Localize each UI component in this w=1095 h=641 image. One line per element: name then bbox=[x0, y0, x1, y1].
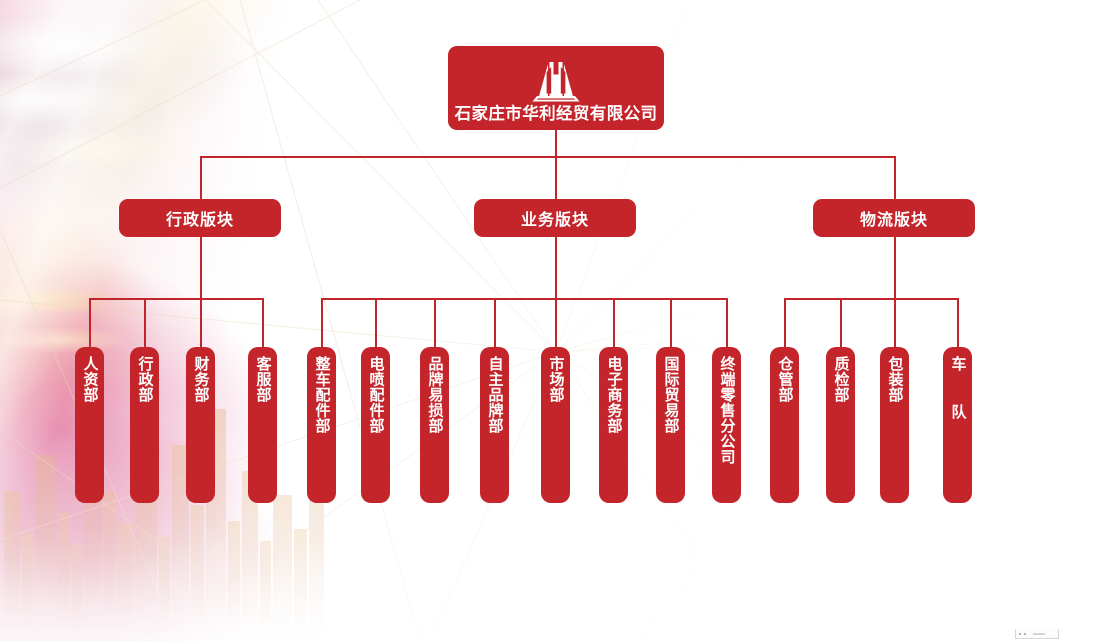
org-node-dept-shichangbu[interactable]: 市场部 bbox=[541, 347, 570, 503]
dept-label: 市场部 bbox=[547, 356, 565, 403]
connector-stem-leaf bbox=[321, 298, 323, 348]
connector-stem-leaf bbox=[894, 298, 896, 348]
connector-stem-leaf bbox=[375, 298, 377, 348]
connector-stem-leaf bbox=[89, 298, 91, 348]
dept-label: 财务部 bbox=[192, 356, 210, 403]
connector-stem-leaf bbox=[784, 298, 786, 348]
dept-label: 客服部 bbox=[254, 356, 272, 403]
background-city-skyline bbox=[0, 341, 330, 641]
connector-stem-leaf bbox=[840, 298, 842, 348]
org-node-dept-zhijianbu[interactable]: 质检部 bbox=[826, 347, 855, 503]
org-node-dept-xingzhengbu[interactable]: 行政部 bbox=[130, 347, 159, 503]
dept-label: 整车配件部 bbox=[313, 356, 331, 434]
dept-label: 终端零售分公司 bbox=[718, 356, 736, 465]
connector-level2-bus bbox=[200, 156, 896, 158]
connector-stem-leaf bbox=[670, 298, 672, 348]
toolbar-dot-icon bbox=[1019, 632, 1021, 635]
org-node-dept-dianzishangwubu[interactable]: 电子商务部 bbox=[599, 347, 628, 503]
connector-stem-leaf bbox=[613, 298, 615, 348]
org-node-dept-baozhuangbu[interactable]: 包装部 bbox=[880, 347, 909, 503]
dept-label: 自主品牌部 bbox=[486, 356, 504, 434]
connector-stem-leaf bbox=[957, 298, 959, 348]
org-node-dept-chedui[interactable]: 车 队 bbox=[943, 347, 972, 503]
org-node-dept-guojimaoyibu[interactable]: 国际贸易部 bbox=[656, 347, 685, 503]
dept-label: 人资部 bbox=[81, 356, 99, 403]
connector-bus-logistics bbox=[784, 298, 958, 300]
org-node-root[interactable]: 石家庄市华利经贸有限公司 bbox=[448, 46, 664, 130]
dept-label: 品牌易损部 bbox=[426, 356, 444, 434]
org-node-dept-kefubu[interactable]: 客服部 bbox=[248, 347, 277, 503]
connector-bus-business bbox=[321, 298, 726, 300]
org-node-dept-dianpenpeijianbu[interactable]: 电喷配件部 bbox=[361, 347, 390, 503]
dept-label: 行政部 bbox=[136, 356, 154, 403]
connector-bus-administrative bbox=[89, 298, 264, 300]
dept-label: 仓管部 bbox=[776, 356, 794, 403]
division-label: 业务版块 bbox=[520, 212, 589, 229]
toolbar-dot-icon bbox=[1024, 632, 1026, 635]
connector-stem-leaf bbox=[726, 298, 728, 348]
division-label: 物流版块 bbox=[859, 212, 928, 229]
dept-label: 包装部 bbox=[886, 356, 904, 403]
org-node-dept-caiwubu[interactable]: 财务部 bbox=[186, 347, 215, 503]
org-node-dept-cangguanbu[interactable]: 仓管部 bbox=[770, 347, 799, 503]
division-label: 行政版块 bbox=[165, 212, 234, 229]
toolbar-line-icon bbox=[1033, 632, 1045, 635]
partial-toolbar-fragment bbox=[1015, 629, 1059, 639]
org-node-dept-renzibu[interactable]: 人资部 bbox=[75, 347, 104, 503]
connector-stem-leaf bbox=[494, 298, 496, 348]
root-company-name: 石家庄市华利经贸有限公司 bbox=[454, 104, 658, 123]
connector-stem-leaf bbox=[144, 298, 146, 348]
company-arch-logo-icon bbox=[532, 61, 580, 102]
org-node-division-business[interactable]: 业务版块 bbox=[474, 199, 636, 237]
dept-label: 国际贸易部 bbox=[662, 356, 680, 434]
connector-stem-leaf bbox=[434, 298, 436, 348]
org-node-dept-pinpaiyisunbu[interactable]: 品牌易损部 bbox=[420, 347, 449, 503]
dept-label: 电子商务部 bbox=[605, 356, 623, 434]
connector-stem-leaf bbox=[555, 298, 557, 348]
connector-stem-leaf bbox=[200, 298, 202, 348]
org-node-dept-zhengchepeijianbu[interactable]: 整车配件部 bbox=[307, 347, 336, 503]
org-node-division-logistics[interactable]: 物流版块 bbox=[813, 199, 975, 237]
org-node-dept-zhongduanlingshoufengongsi[interactable]: 终端零售分公司 bbox=[712, 347, 741, 503]
dept-label: 质检部 bbox=[832, 356, 850, 403]
dept-label: 车 队 bbox=[949, 356, 967, 428]
connector-stem-leaf bbox=[262, 298, 264, 348]
dept-label: 电喷配件部 bbox=[367, 356, 385, 434]
connector-root-stem bbox=[555, 130, 557, 157]
org-node-division-administrative[interactable]: 行政版块 bbox=[119, 199, 281, 237]
org-node-dept-zizhupinpaibu[interactable]: 自主品牌部 bbox=[480, 347, 509, 503]
